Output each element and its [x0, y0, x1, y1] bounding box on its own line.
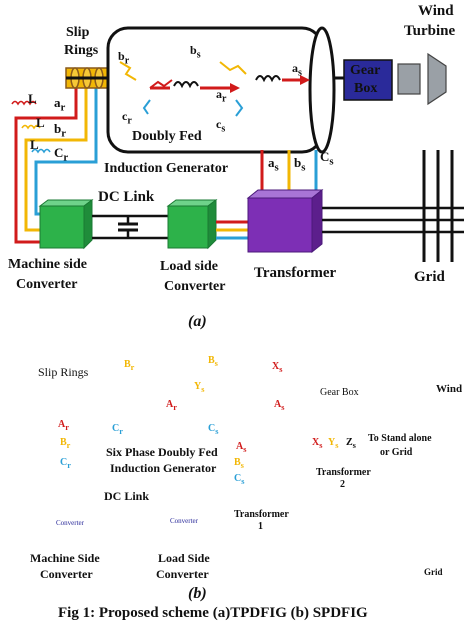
- b-Xs-right: Xs: [312, 437, 323, 450]
- b-transformer-2-1: Transformer: [316, 467, 371, 478]
- inner-as-label: as: [292, 61, 302, 79]
- b-Br-top: Br: [124, 359, 135, 372]
- turbine-hub: [397, 52, 447, 106]
- inner-cr-label: cr: [122, 109, 132, 127]
- dfig-label-2: Induction Generator: [104, 161, 229, 176]
- b-Cr-left: Cr: [60, 457, 71, 470]
- dfig-cylinder: [66, 26, 344, 154]
- wind-turbine-label-1: Wind: [418, 3, 454, 19]
- inductor-l2: [21, 124, 41, 130]
- rotor-wire-a: [14, 82, 78, 244]
- b-Br-left: Br: [60, 437, 71, 450]
- b-to-standalone-2: or Grid: [380, 447, 413, 458]
- wind-turbine-label-2: Turbine: [404, 23, 456, 39]
- caption-b: (b): [188, 585, 207, 602]
- b-machine-side-1: Machine Side: [30, 551, 100, 565]
- b-six-phase-1: Six Phase Doubly Fed: [106, 445, 218, 459]
- grid-bus: [422, 150, 454, 262]
- rotor-phase-a-label: ar: [54, 95, 66, 114]
- b-As-low: As: [236, 441, 247, 454]
- inductor-label-3: L: [30, 137, 39, 152]
- b-to-standalone-1: To Stand alone: [368, 433, 432, 444]
- rotor-windings: [119, 61, 240, 115]
- inner-bs-label: bs: [190, 43, 201, 61]
- slip-rings-label-2: Rings: [64, 43, 99, 58]
- slip-rings-label-1: Slip: [66, 25, 90, 40]
- gear-box-label-1: Gear: [350, 63, 381, 78]
- gear-box-label-2: Box: [354, 81, 378, 96]
- stator-phase-c-label: Cs: [320, 149, 334, 168]
- transformer-label: Transformer: [254, 265, 337, 281]
- b-six-phase-2: Induction Generator: [110, 461, 217, 475]
- b-load-side-1: Load Side: [158, 551, 210, 565]
- b-dc-link: DC Link: [104, 489, 150, 503]
- gear-box: [343, 59, 393, 101]
- rotor-phase-b-label: br: [54, 121, 67, 140]
- stator-phase-a-label: as: [268, 155, 279, 174]
- b-converter-left: Converter: [56, 519, 84, 527]
- b-Zs-right: Zs: [346, 437, 356, 450]
- b-gear-box: Gear Box: [320, 387, 359, 398]
- b-machine-side-2: Converter: [40, 567, 93, 581]
- figure-caption: Fig 1: Proposed scheme (a)TPDFIG (b) SPD…: [58, 605, 368, 621]
- grid-side-wires: [216, 220, 248, 240]
- b-Ys-top: Ys: [194, 381, 205, 394]
- stator-windings: [219, 61, 310, 117]
- stator-phase-b-label: bs: [294, 155, 306, 174]
- b-As-top: As: [274, 399, 285, 412]
- machine-side-label-2: Converter: [16, 277, 78, 292]
- rotor-wires: [14, 82, 98, 244]
- b-transformer-2-2: 2: [340, 479, 345, 490]
- b-Cs-mid: Cs: [208, 423, 219, 436]
- inner-br-label: br: [118, 49, 130, 67]
- b-load-side-2: Converter: [156, 567, 209, 581]
- b-grid: Grid: [424, 567, 443, 577]
- b-transformer-1-2: 1: [258, 521, 263, 532]
- b-Cr-mid: Cr: [112, 423, 123, 436]
- load-side-label-1: Load side: [160, 259, 218, 274]
- b-wind: Wind: [436, 383, 463, 395]
- grid-label: Grid: [414, 269, 445, 285]
- b-Cs-low: Cs: [234, 473, 245, 486]
- b-Bs-top: Bs: [208, 355, 218, 368]
- machine-side-converter: [38, 199, 94, 250]
- dc-link-wires: [92, 214, 168, 240]
- rotor-wire-b: [24, 82, 88, 232]
- rotor-wire-c: [34, 82, 98, 216]
- transformer-grid-lines: [322, 206, 464, 234]
- inductor-l3: [31, 148, 51, 154]
- b-transformer-1-1: Transformer: [234, 509, 289, 520]
- load-side-label-2: Converter: [164, 279, 226, 294]
- dfig-label-1: Doubly Fed: [132, 129, 202, 144]
- b-converter-mid: Converter: [170, 517, 198, 525]
- inner-ar-label: ar: [216, 87, 227, 105]
- inner-cs-label: cs: [216, 117, 226, 135]
- dc-link-label: DC Link: [98, 189, 155, 205]
- b-Ys-right: Ys: [328, 437, 339, 450]
- inductor-l1: [11, 100, 37, 106]
- load-side-converter: [166, 199, 218, 250]
- b-Ar-left: Ar: [58, 419, 69, 432]
- b-slip-rings: Slip Rings: [38, 365, 89, 379]
- b-Xs-top: Xs: [272, 361, 283, 374]
- rotor-phase-c-label: Cr: [54, 145, 69, 164]
- b-Ar-top: Ar: [166, 399, 177, 412]
- caption-a: (a): [188, 313, 207, 330]
- b-Bs-low: Bs: [234, 457, 244, 470]
- inductor-label-1: L: [28, 91, 37, 106]
- transformer: [246, 188, 324, 254]
- machine-side-label-1: Machine side: [8, 257, 87, 272]
- inductor-label-2: L: [36, 115, 45, 130]
